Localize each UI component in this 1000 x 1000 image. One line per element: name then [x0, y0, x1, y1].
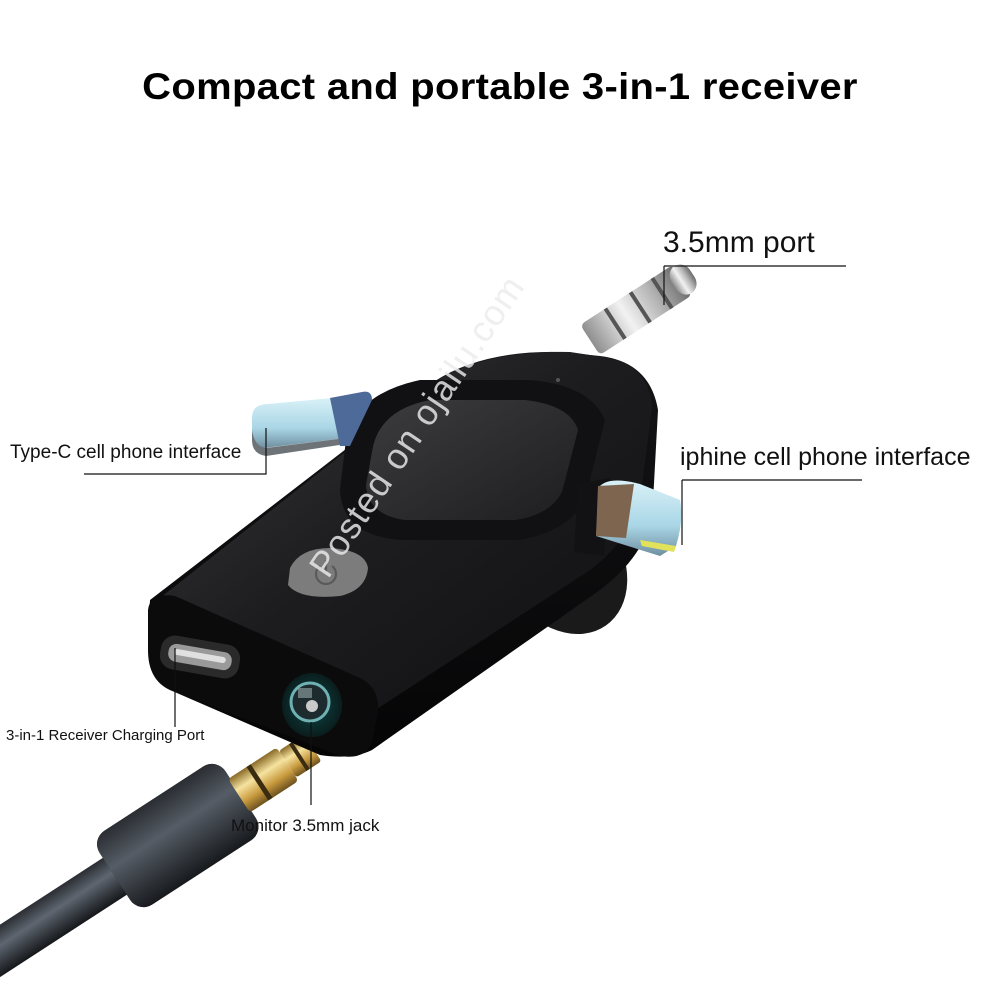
callout-monitor-jack: Monitor 3.5mm jack: [231, 816, 380, 835]
page-title: Compact and portable 3-in-1 receiver: [142, 66, 858, 107]
lightning-connector: [574, 478, 682, 556]
callout-lines: [84, 265, 862, 805]
power-button[interactable]: [288, 548, 368, 597]
callout-iphone-interface: iphine cell phone interface: [680, 443, 971, 471]
monitor-jack: [282, 673, 342, 737]
leader-typec: [84, 428, 267, 475]
charging-port: [159, 635, 241, 679]
callout-typec-interface: Type-C cell phone interface: [10, 442, 242, 463]
typec-connector: [252, 391, 372, 456]
receiver-body: [148, 351, 658, 757]
callout-charging-port: 3-in-1 Receiver Charging Port: [6, 727, 205, 744]
port-35mm-plug: [582, 264, 697, 354]
power-icon: [314, 560, 338, 586]
callout-35mm-port: 3.5mm port: [663, 226, 815, 259]
